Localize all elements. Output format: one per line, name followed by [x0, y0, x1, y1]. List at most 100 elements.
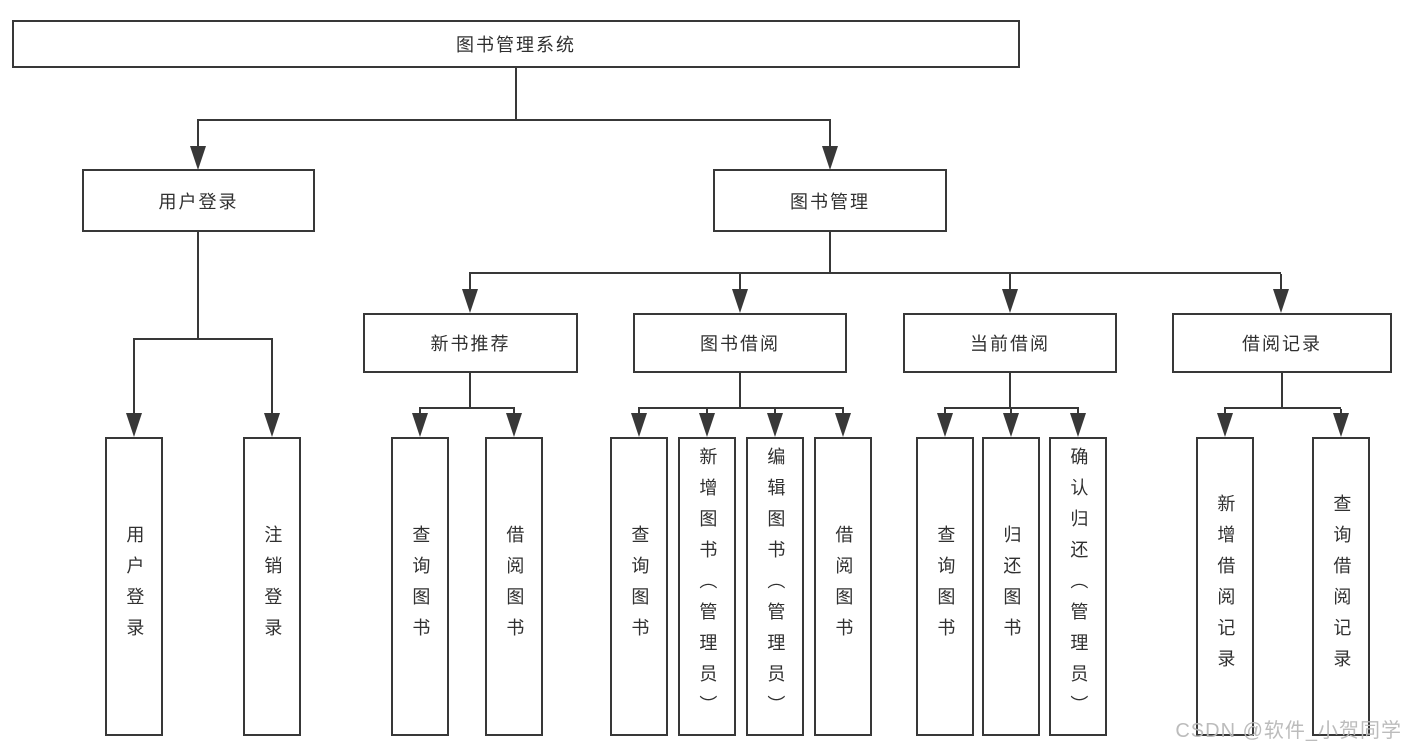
arrowhead-icon — [822, 146, 838, 170]
connector-user-login-rail — [133, 338, 273, 340]
connector-book-borrow-rail — [638, 407, 844, 409]
connector-new-book-rail — [419, 407, 515, 409]
connector-line — [469, 274, 471, 295]
connector-book-management-stem — [829, 232, 831, 272]
connector-line — [1280, 274, 1282, 295]
connector-arrow-borrow-books-recommend — [506, 409, 522, 437]
node-current-borrow-label: 当前借阅 — [970, 334, 1050, 354]
leaf-confirm-return-admin: 确认归还（管理员） — [1049, 437, 1107, 736]
connector-arrow-new-book-recommend — [462, 274, 478, 313]
arrowhead-icon — [506, 413, 522, 437]
node-root: 图书管理系统 — [12, 20, 1020, 68]
node-book-management: 图书管理 — [713, 169, 947, 232]
connector-line — [133, 340, 135, 419]
connector-arrow-edit-book-admin — [767, 409, 783, 437]
arrowhead-icon — [1273, 289, 1289, 313]
leaf-query-books-borrow: 查询图书 — [610, 437, 668, 736]
connector-arrow-add-borrow-record — [1217, 409, 1233, 437]
node-user-login: 用户登录 — [82, 169, 315, 232]
leaf-query-books-borrow-label: 查询图书 — [629, 524, 650, 649]
arrowhead-icon — [835, 413, 851, 437]
connector-arrow-add-book-admin — [699, 409, 715, 437]
node-book-borrow: 图书借阅 — [633, 313, 847, 373]
leaf-edit-book-admin: 编辑图书（管理员） — [746, 437, 804, 736]
leaf-add-book-admin-label: 新增图书（管理员） — [697, 447, 718, 726]
node-new-book-recommend: 新书推荐 — [363, 313, 578, 373]
leaf-borrow-books-recommend-label: 借阅图书 — [504, 524, 525, 649]
leaf-return-book-label: 归还图书 — [1001, 524, 1022, 649]
leaf-query-borrow-record: 查询借阅记录 — [1312, 437, 1370, 736]
connector-arrow-query-books-current — [937, 409, 953, 437]
leaf-add-borrow-record: 新增借阅记录 — [1196, 437, 1254, 736]
connector-line — [197, 121, 199, 152]
leaf-query-books-current: 查询图书 — [916, 437, 974, 736]
connector-book-management-rail — [469, 272, 1281, 274]
connector-arrow-book-management — [822, 121, 838, 170]
connector-arrow-query-books-borrow — [631, 409, 647, 437]
leaf-logout: 注销登录 — [243, 437, 301, 736]
node-borrow-records: 借阅记录 — [1172, 313, 1392, 373]
connector-arrow-current-borrow — [1002, 274, 1018, 313]
leaf-user-login: 用户登录 — [105, 437, 163, 736]
connector-new-book-stem — [469, 373, 471, 407]
connector-line — [1009, 274, 1011, 295]
arrowhead-icon — [412, 413, 428, 437]
arrowhead-icon — [126, 413, 142, 437]
connector-current-borrow-stem — [1009, 373, 1011, 407]
arrowhead-icon — [699, 413, 715, 437]
arrowhead-icon — [937, 413, 953, 437]
node-book-borrow-label: 图书借阅 — [700, 334, 780, 354]
connector-arrow-confirm-return-admin — [1070, 409, 1086, 437]
connector-borrow-records-rail — [1224, 407, 1341, 409]
connector-root-stem — [515, 68, 517, 119]
arrowhead-icon — [190, 146, 206, 170]
leaf-query-books-current-label: 查询图书 — [935, 524, 956, 649]
connector-arrow-borrow-records — [1273, 274, 1289, 313]
connector-line — [271, 340, 273, 419]
watermark-text: CSDN @软件_小贺同学 — [1175, 720, 1402, 742]
connector-arrow-query-borrow-record — [1333, 409, 1349, 437]
arrowhead-icon — [1217, 413, 1233, 437]
arrowhead-icon — [732, 289, 748, 313]
node-new-book-recommend-label: 新书推荐 — [430, 334, 511, 354]
connector-borrow-records-stem — [1281, 373, 1283, 407]
connector-book-borrow-stem — [739, 373, 741, 407]
node-book-management-label: 图书管理 — [790, 191, 870, 212]
leaf-query-borrow-record-label: 查询借阅记录 — [1331, 493, 1352, 680]
arrowhead-icon — [1003, 413, 1019, 437]
connector-arrow-return-book — [1003, 409, 1019, 437]
node-user-login-label: 用户登录 — [158, 191, 239, 212]
arrowhead-icon — [264, 413, 280, 437]
arrowhead-icon — [1070, 413, 1086, 437]
connector-arrow-borrow-books — [835, 409, 851, 437]
leaf-borrow-books: 借阅图书 — [814, 437, 872, 736]
arrowhead-icon — [462, 289, 478, 313]
node-root-label: 图书管理系统 — [456, 35, 576, 55]
leaf-query-books-recommend: 查询图书 — [391, 437, 449, 736]
connector-arrow-query-books-recommend — [412, 409, 428, 437]
connector-arrow-leaf-logout — [264, 340, 280, 437]
node-borrow-records-label: 借阅记录 — [1242, 334, 1322, 354]
leaf-borrow-books-label: 借阅图书 — [833, 524, 854, 649]
arrowhead-icon — [1002, 289, 1018, 313]
leaf-user-login-label: 用户登录 — [124, 524, 145, 649]
connector-user-login-stem — [197, 232, 199, 338]
connector-line — [739, 274, 741, 295]
leaf-logout-label: 注销登录 — [262, 524, 283, 649]
leaf-confirm-return-admin-label: 确认归还（管理员） — [1068, 447, 1089, 726]
leaf-return-book: 归还图书 — [982, 437, 1040, 736]
arrowhead-icon — [1333, 413, 1349, 437]
leaf-borrow-books-recommend: 借阅图书 — [485, 437, 543, 736]
leaf-edit-book-admin-label: 编辑图书（管理员） — [765, 447, 786, 726]
connector-current-borrow-rail — [944, 407, 1079, 409]
connector-root-rail — [197, 119, 831, 121]
arrowhead-icon — [631, 413, 647, 437]
connector-arrow-leaf-user-login — [126, 340, 142, 437]
connector-arrow-user-login — [190, 121, 206, 170]
leaf-add-book-admin: 新增图书（管理员） — [678, 437, 736, 736]
connector-line — [829, 121, 831, 152]
node-current-borrow: 当前借阅 — [903, 313, 1117, 373]
leaf-query-books-recommend-label: 查询图书 — [410, 524, 431, 649]
connector-arrow-book-borrow — [732, 274, 748, 313]
